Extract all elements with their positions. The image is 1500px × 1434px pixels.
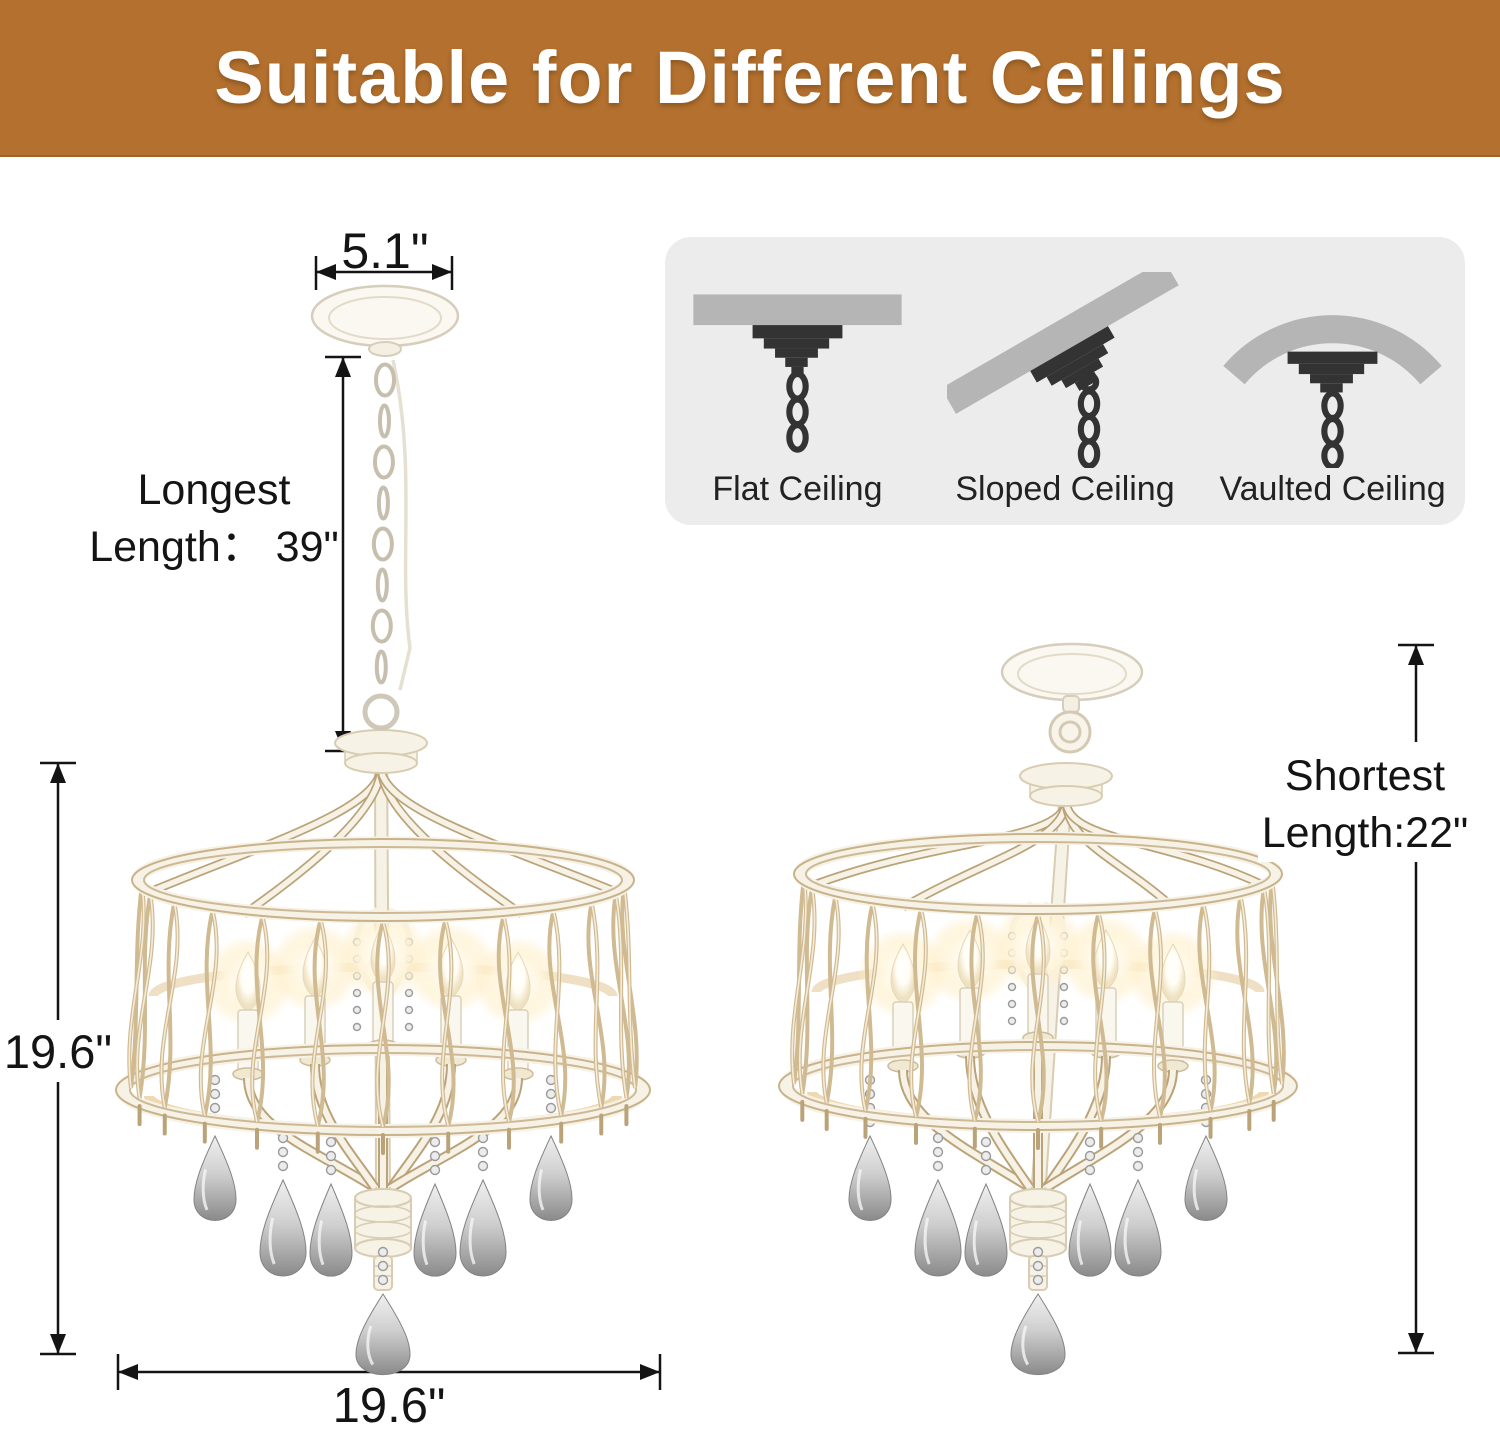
ceiling-types-panel: Flat Ceiling Sloped Ceiling	[665, 237, 1465, 525]
pendant-chandelier-illustration	[115, 284, 651, 1375]
ceiling-option-vaulted: Vaulted Ceiling	[1200, 272, 1465, 525]
semi-flush-chandelier-illustration	[778, 642, 1298, 1375]
ceiling-option-label: Sloped Ceiling	[955, 470, 1175, 508]
vaulted-ceiling-icon	[1223, 315, 1442, 468]
banner-title: Suitable for Different Ceilings	[214, 36, 1286, 119]
shortest-length-label: Shortest Length:22"	[1258, 748, 1472, 862]
ceiling-option-flat: Flat Ceiling	[665, 272, 930, 525]
ceiling-option-sloped: Sloped Ceiling	[930, 272, 1200, 525]
sloped-ceiling-icon	[947, 272, 1180, 468]
ceiling-option-label: Flat Ceiling	[712, 470, 883, 508]
canopy-width-dimension-label: 5.1"	[341, 223, 429, 279]
longest-length-label: Longest Length： 39"	[89, 466, 339, 571]
fixture-height-dimension-label: 19.6"	[0, 1024, 116, 1079]
dimension-lines	[40, 256, 1434, 1390]
fixture-width-dimension-label: 19.6"	[332, 1379, 446, 1433]
ceiling-option-label: Vaulted Ceiling	[1219, 470, 1446, 508]
banner: Suitable for Different Ceilings	[0, 0, 1500, 157]
flat-ceiling-icon	[693, 294, 902, 453]
